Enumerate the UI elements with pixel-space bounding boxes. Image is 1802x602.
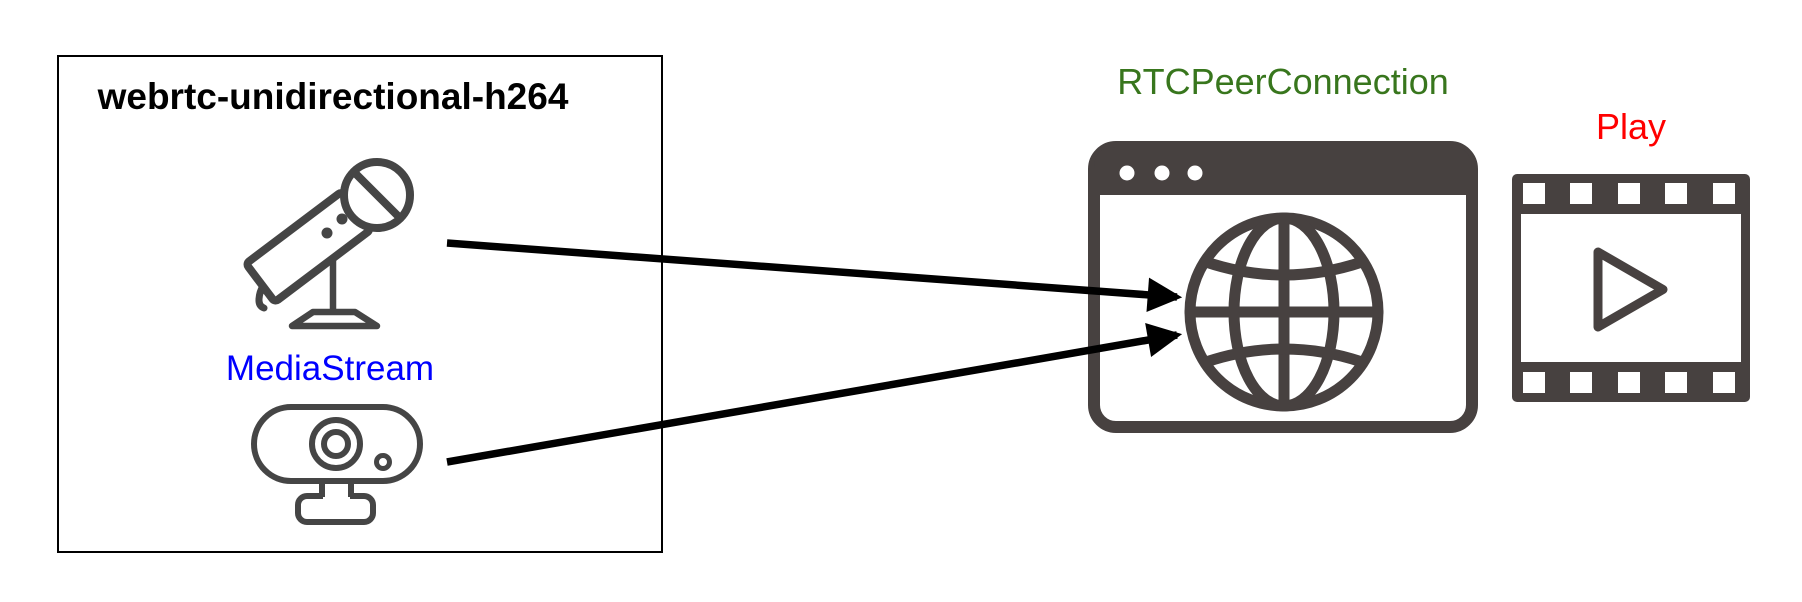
source-box-title: webrtc-unidirectional-h264: [97, 76, 569, 117]
rtcpeerconnection-label: RTCPeerConnection: [1117, 61, 1449, 102]
browser-window-icon: [1088, 141, 1478, 433]
film-sprocket-holes-bottom: [1523, 372, 1735, 393]
mediastream-label: MediaStream: [225, 349, 435, 388]
webcam-icon: [251, 404, 423, 525]
window-dot: [1187, 165, 1203, 181]
window-dot: [1154, 165, 1170, 181]
play-triangle-icon: [1593, 247, 1668, 332]
film-strip-icon: [1512, 174, 1750, 402]
globe-icon: [1184, 212, 1384, 412]
film-sprocket-holes-top: [1523, 183, 1735, 204]
microphone-icon: [243, 158, 414, 330]
play-label: Play: [1595, 106, 1667, 147]
window-dot: [1119, 165, 1135, 181]
